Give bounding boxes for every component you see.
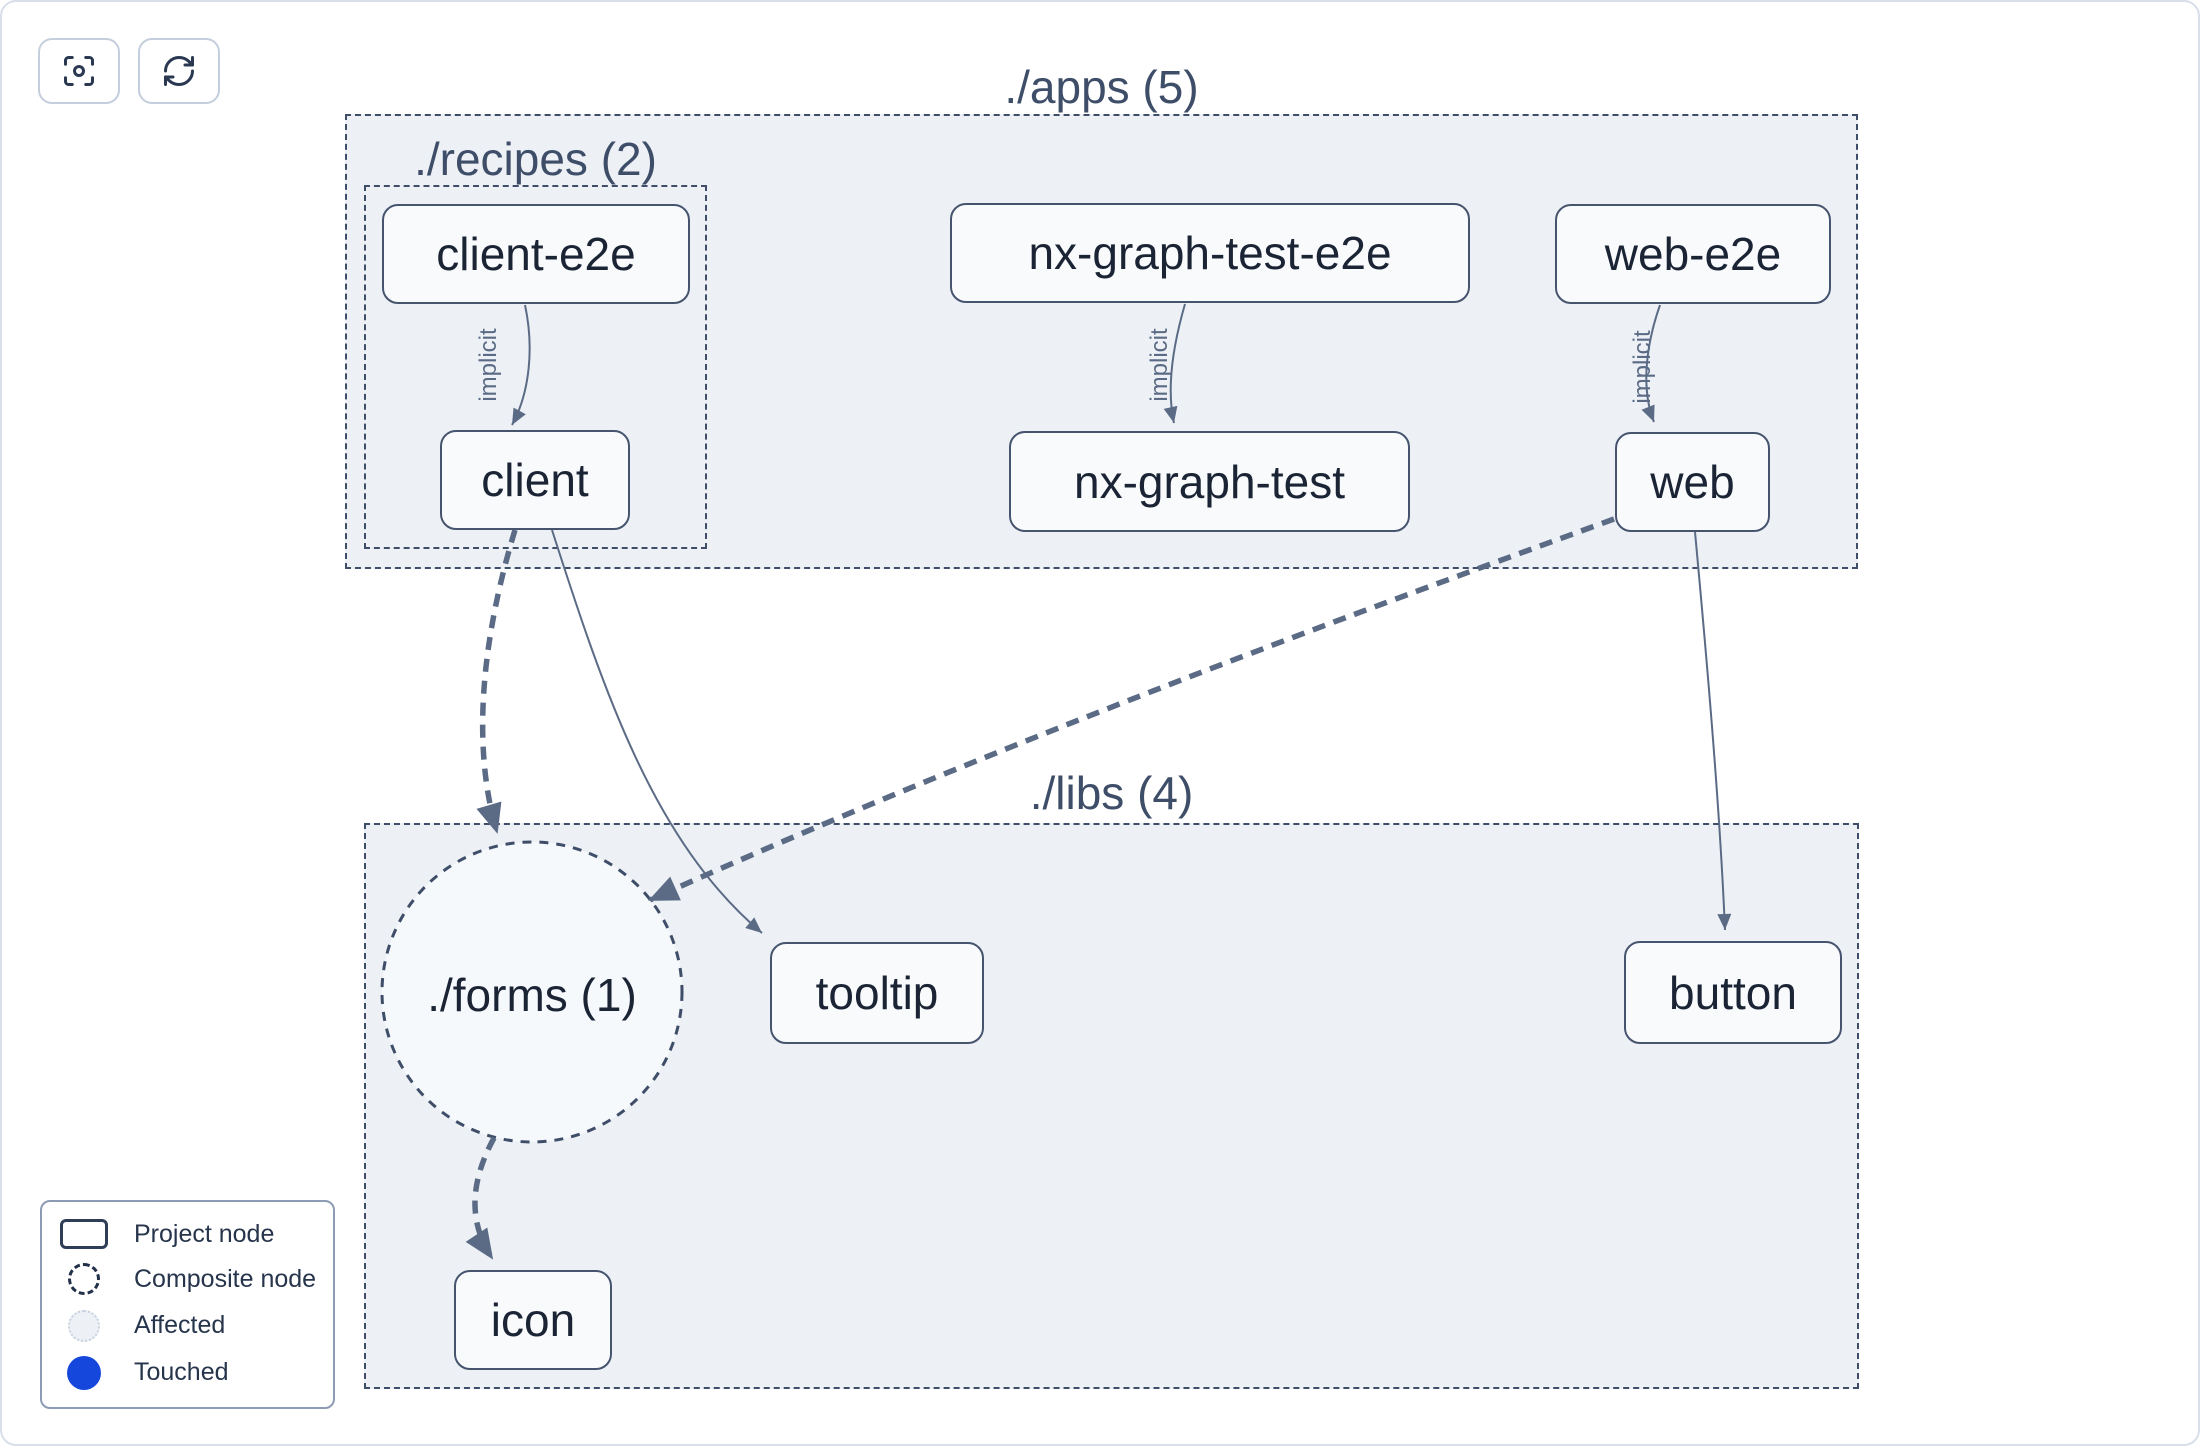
affected-icon xyxy=(68,1309,100,1342)
center-graph-button[interactable] xyxy=(38,38,120,104)
scan-focus-icon xyxy=(64,56,94,86)
node-web-e2e[interactable]: web-e2e xyxy=(1555,204,1831,304)
node-icon[interactable]: icon xyxy=(454,1270,612,1370)
node-client[interactable]: client xyxy=(440,430,630,530)
refresh-graph-button[interactable] xyxy=(138,38,220,104)
legend-row-composite-node: Composite node xyxy=(58,1263,317,1296)
legend-label: Touched xyxy=(134,1358,229,1387)
graph-toolbar xyxy=(38,38,220,104)
legend-row-touched: Touched xyxy=(58,1355,317,1390)
composite-node-forms[interactable] xyxy=(380,840,684,1144)
edge-client-to-tooltip[interactable] xyxy=(551,529,763,934)
edge-web-e2e-to-web[interactable] xyxy=(1641,304,1661,423)
edge-forms-to-icon[interactable] xyxy=(465,1136,497,1260)
legend-row-project-node: Project node xyxy=(58,1219,317,1250)
edge-web-to-button[interactable] xyxy=(1694,531,1732,931)
node-web[interactable]: web xyxy=(1615,432,1770,532)
group-recipes[interactable] xyxy=(364,185,707,549)
node-nx-graph-test-e2e[interactable]: nx-graph-test-e2e xyxy=(950,203,1470,303)
edge-nx-graph-test-e2e-to-nx-graph-test[interactable] xyxy=(1163,303,1186,424)
legend-label: Affected xyxy=(134,1311,226,1340)
legend-row-affected: Affected xyxy=(58,1309,317,1342)
legend: Project node Composite node Affected Tou… xyxy=(40,1200,335,1409)
edge-web-to-forms[interactable] xyxy=(648,516,1615,903)
legend-label: Composite node xyxy=(134,1264,317,1293)
node-nx-graph-test[interactable]: nx-graph-test xyxy=(1009,431,1410,532)
composite-node-icon xyxy=(68,1263,100,1296)
edge-client-to-forms[interactable] xyxy=(476,529,518,834)
project-node-icon xyxy=(60,1219,108,1250)
node-button[interactable]: button xyxy=(1624,941,1842,1044)
legend-label: Project node xyxy=(134,1219,275,1248)
refresh-icon xyxy=(164,56,194,86)
touched-icon xyxy=(67,1355,101,1390)
node-client-e2e[interactable]: client-e2e xyxy=(382,204,690,304)
node-tooltip[interactable]: tooltip xyxy=(770,942,984,1044)
edge-client-e2e-to-client[interactable] xyxy=(511,304,531,426)
